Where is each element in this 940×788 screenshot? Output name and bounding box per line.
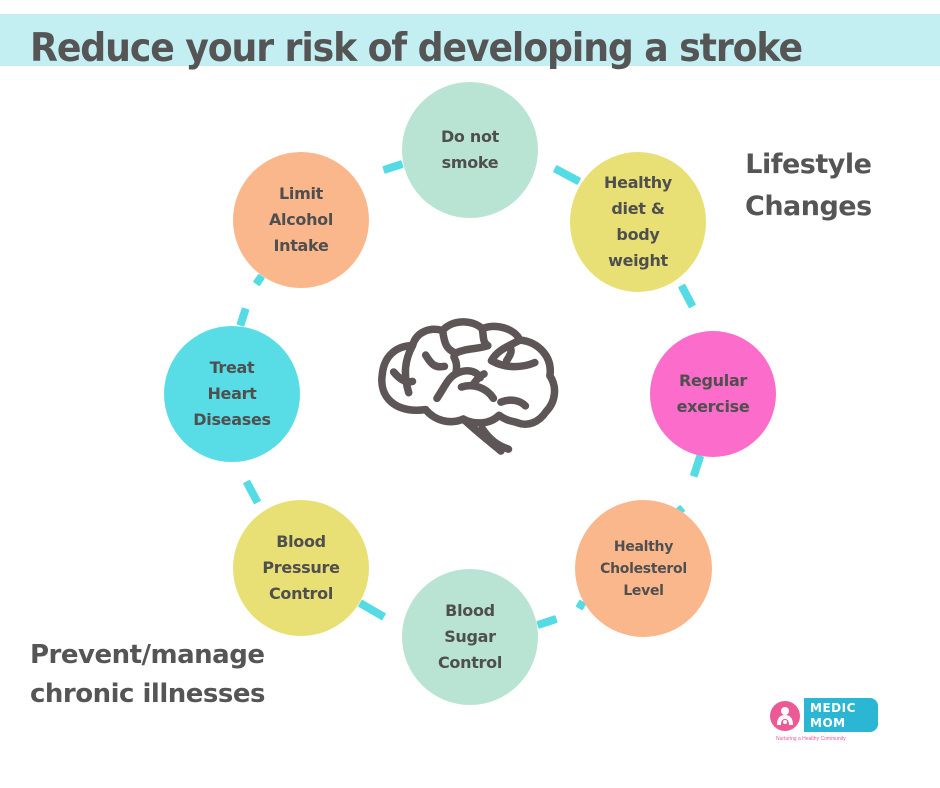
connector — [552, 164, 582, 186]
circle-label: Regular exercise — [676, 371, 750, 416]
circle-do-not-smoke: Do not smoke — [402, 82, 538, 218]
circle-treat-heart: Treat Heart Diseases — [164, 326, 300, 462]
circle-label: Healthy diet & body weight — [604, 173, 672, 270]
circle-label: Blood Pressure Control — [262, 532, 340, 603]
circle-limit-alcohol: Limit Alcohol Intake — [233, 152, 369, 288]
circle-label: Healthy Cholesterol Level — [600, 538, 687, 599]
circle-label: Do not smoke — [440, 127, 500, 172]
logo-tagline: Nurturing a Healthy Community — [776, 736, 846, 742]
page-title: Reduce your risk of developing a stroke — [30, 26, 803, 71]
circle-regular-exercise: Regular exercise — [650, 331, 776, 457]
brain-icon — [378, 318, 559, 455]
circle-label: Treat Heart Diseases — [193, 358, 271, 429]
connector — [236, 307, 250, 327]
circle-label: Limit Alcohol Intake — [268, 184, 334, 255]
circle-blood-pressure: Blood Pressure Control — [233, 500, 369, 636]
circle-healthy-diet: Healthy diet & body weight — [570, 152, 706, 292]
connector — [689, 454, 705, 478]
logo-line1: MEDIC — [810, 701, 856, 715]
logo-line2: MOM — [810, 716, 846, 730]
title-band: Reduce your risk of developing a stroke — [0, 14, 940, 71]
medic-mom-logo: MEDIC MOM Nurturing a Healthy Community — [770, 698, 882, 746]
connector — [536, 615, 558, 629]
chronic-illnesses-label: Prevent/manage chronic illnesses — [30, 640, 265, 709]
lifestyle-changes-label: Lifestyle Changes — [745, 149, 872, 222]
connector — [242, 479, 262, 505]
mother-child-icon — [770, 701, 800, 731]
connector — [677, 283, 697, 309]
circle-label: Blood Sugar Control — [437, 601, 503, 672]
connector — [357, 599, 387, 621]
logo-wordmark: MEDIC MOM — [804, 698, 878, 732]
circle-blood-sugar: Blood Sugar Control — [402, 569, 538, 705]
circle-healthy-cholesterol: Healthy Cholesterol Level — [575, 500, 712, 637]
connector — [382, 160, 404, 174]
